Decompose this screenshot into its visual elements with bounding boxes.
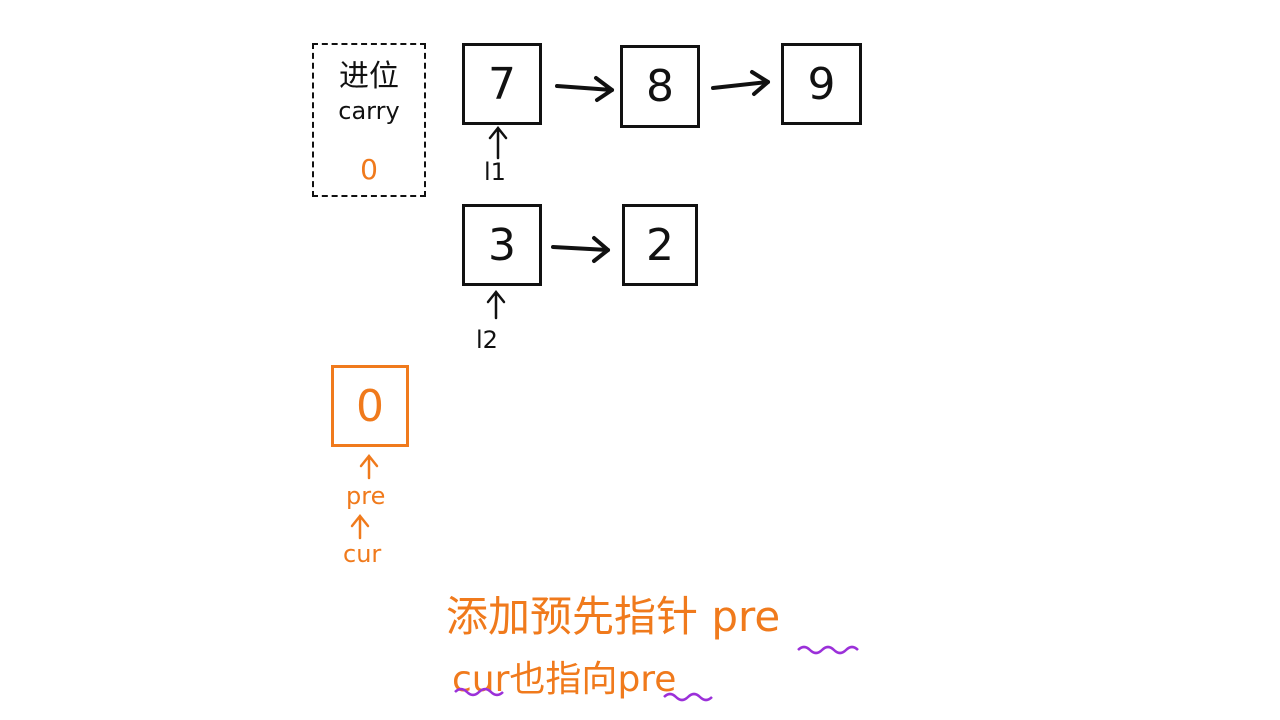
l2-pointer-arrow [486, 289, 506, 320]
l2-arrow-1-2 [551, 245, 610, 252]
cur-pointer-label: cur [343, 540, 382, 568]
l2-arrow-1-2-head [592, 236, 610, 263]
note-line-1: 添加预先指针 pre [446, 583, 780, 644]
note-line-2: cur也指向pre [452, 650, 676, 702]
note-line-2-pre: pre [617, 659, 677, 700]
pre-pointer-label: pre [346, 482, 386, 510]
l1-node-2: 8 [620, 45, 700, 128]
pre-squiggle-line-1 [797, 645, 859, 655]
l1-arrow-2-3-head [750, 70, 770, 96]
carry-value: 0 [360, 153, 378, 186]
carry-label-en: carry [338, 97, 400, 125]
carry-box: 进位 carry 0 [312, 43, 426, 197]
l1-pointer-arrow [488, 125, 508, 160]
l1-arrow-1-2-head [594, 76, 614, 102]
l1-arrow-1-2 [555, 84, 614, 92]
note-line-1-text: 添加预先指针 [446, 592, 712, 641]
l2-pointer-label: l2 [476, 326, 498, 354]
l2-node-1: 3 [462, 204, 542, 286]
note-line-1-pre: pre [711, 592, 781, 641]
note-line-2-text: 也指向 [509, 659, 618, 700]
note-line-2-cur: cur [452, 659, 510, 700]
l1-node-3: 9 [781, 43, 862, 125]
cur-pointer-arrow [350, 513, 370, 540]
pre-pointer-arrow [359, 453, 379, 480]
carry-label-cn: 进位 [339, 59, 399, 94]
l1-pointer-label: l1 [484, 158, 506, 186]
dummy-node: 0 [331, 365, 409, 447]
l1-arrow-2-3 [711, 80, 770, 90]
l2-node-2: 2 [622, 204, 698, 286]
l1-node-1: 7 [462, 43, 542, 125]
